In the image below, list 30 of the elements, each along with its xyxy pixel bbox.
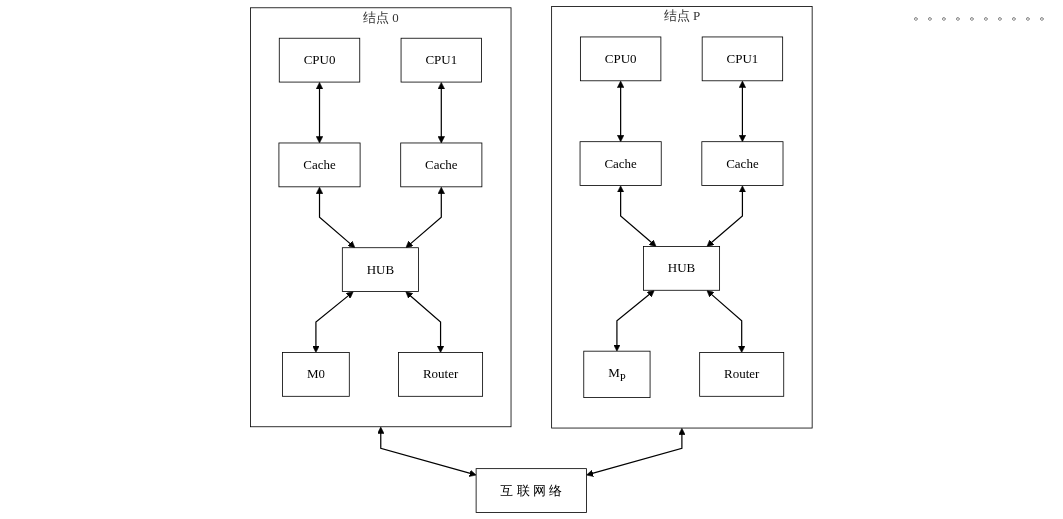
node-box: Router [398, 352, 484, 397]
arrow [377, 426, 477, 477]
node-box: Cache [278, 142, 361, 188]
arrow [739, 80, 747, 142]
arrow [706, 290, 746, 353]
node-box: Cache [400, 142, 483, 188]
arrow [617, 185, 657, 247]
arrow [405, 291, 445, 353]
node-box: CPU0 [279, 37, 361, 83]
node-box: CPU1 [701, 36, 784, 82]
node-box: HUB [643, 246, 721, 291]
node-box: Router [699, 352, 785, 397]
node-box: Cache [701, 141, 784, 186]
arrow [312, 291, 354, 353]
arrow [316, 186, 356, 249]
ellipsis-dots: 。。。。。。。。。。 [913, 6, 1053, 24]
node-box: Cache [579, 141, 662, 186]
node-box: CPU0 [580, 36, 662, 82]
arrow [613, 290, 655, 352]
arrow [586, 428, 686, 477]
arrow [405, 186, 446, 249]
node-box: M$_{P}$ [583, 350, 651, 398]
arrow [706, 185, 747, 247]
node-box: 互 联 网 络 [475, 468, 588, 513]
arrow [617, 80, 625, 142]
arrow [437, 82, 446, 144]
arrow [316, 82, 324, 144]
node-box: CPU1 [400, 37, 483, 83]
node-box: HUB [342, 247, 420, 292]
node-box: M0 [282, 352, 350, 397]
